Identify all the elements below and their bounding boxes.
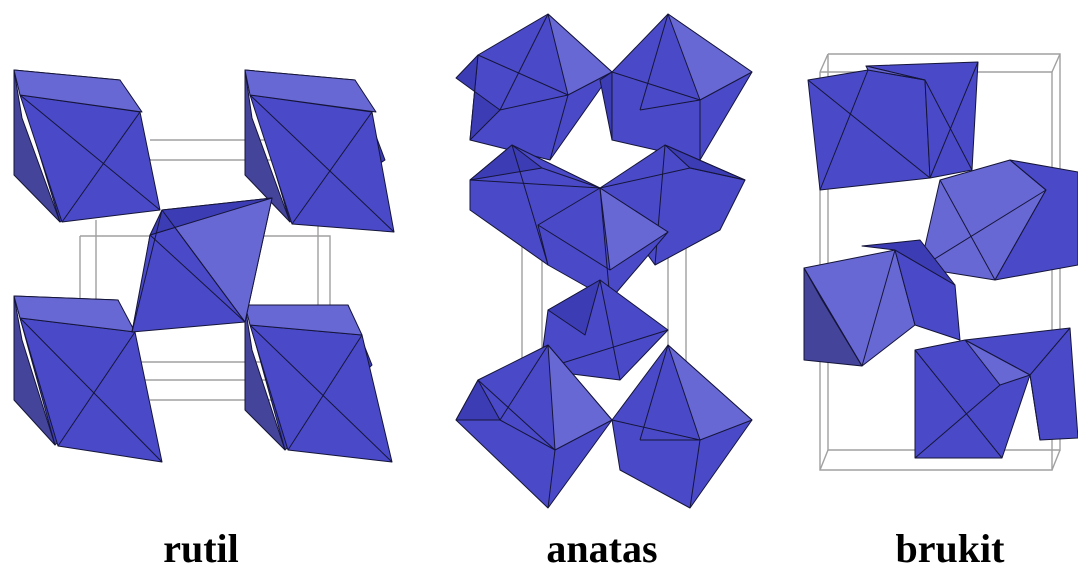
rutil-label: rutil — [163, 526, 239, 571]
brukit-octahedron-bottom — [914, 327, 1078, 459]
rutil-octahedron-bottom-left — [13, 295, 163, 463]
rutil-structure — [13, 69, 395, 463]
brukit-octahedron-top — [807, 61, 979, 191]
brukit-octahedron-middle-left — [803, 239, 961, 367]
brukit-structure — [803, 53, 1078, 471]
anatas-octahedron-top-right — [599, 13, 753, 161]
anatas-label: anatas — [546, 526, 658, 571]
rutil-octahedron-top-right — [244, 69, 395, 233]
anatas-octahedron-lower-right — [611, 344, 753, 509]
anatas-structure — [455, 13, 753, 509]
rutil-octahedron-bottom-right — [244, 304, 393, 463]
anatas-octahedron-lower-left — [455, 344, 613, 509]
brukit-octahedron-middle-right — [919, 159, 1078, 281]
brukit-label: brukit — [895, 526, 1005, 571]
anatas-octahedron-center-upper — [537, 187, 669, 301]
anatas-octahedron-center-lower — [539, 279, 669, 381]
anatas-octahedron-top-left — [455, 13, 613, 161]
rutil-octahedron-top-left — [13, 69, 161, 223]
rutil-octahedron-center — [131, 197, 273, 333]
